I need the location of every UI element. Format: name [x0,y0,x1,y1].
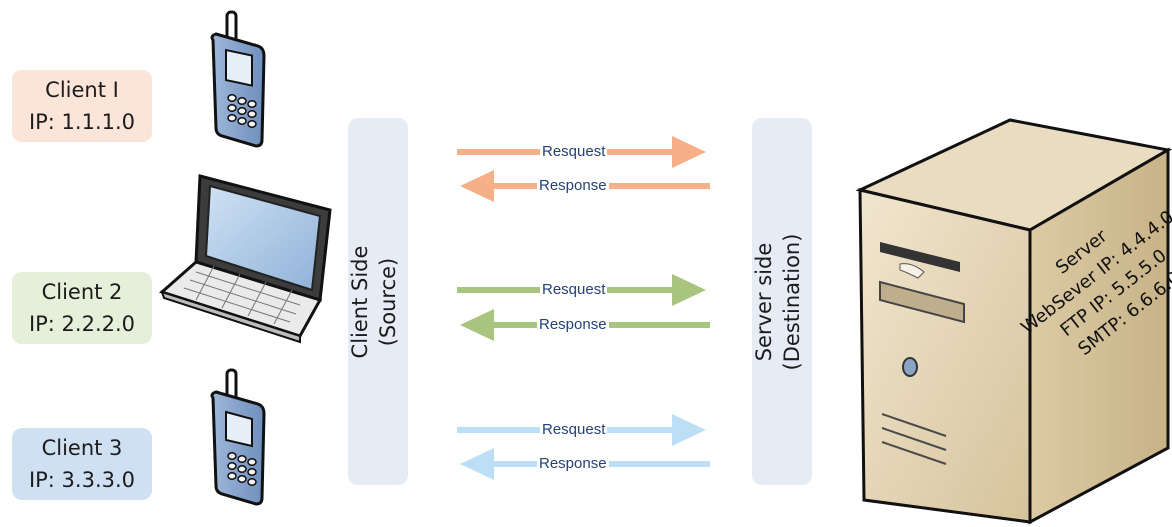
client-3-name: Client 3 [41,436,123,460]
client-3-box: Client 3 IP: 3.3.3.0 [12,428,152,500]
response-label-2: Response [537,316,609,334]
client-side-title: Client Side [348,245,372,359]
server-side-label: Server side (Destination) [750,202,814,402]
laptop-icon [159,174,332,344]
client-3-ip: IP: 3.3.3.0 [28,468,136,492]
server-side-title: Server side [752,242,776,362]
client-side-subtitle: (Source) [376,257,400,347]
mobile-phone-icon [210,10,266,148]
server-tower-icon [855,118,1172,525]
client-1-box: Client I IP: 1.1.1.0 [12,70,152,142]
request-label-3: Resquest [540,421,608,439]
client-side-band [348,118,408,485]
client-1-ip: IP: 1.1.1.0 [28,110,136,134]
server-side-subtitle: (Destination) [780,233,804,371]
request-label-2: Resquest [540,281,608,299]
client-2-name: Client 2 [41,280,123,304]
client-1-name: Client I [45,78,119,102]
client-2-ip: IP: 2.2.2.0 [28,312,136,336]
response-label-3: Response [537,455,609,473]
client-2-box: Client 2 IP: 2.2.2.0 [12,272,152,344]
server-side-band [752,118,812,485]
client-side-label: Client Side (Source) [346,202,410,402]
request-label-1: Resquest [540,143,608,161]
response-label-1: Response [537,177,609,195]
mobile-phone-icon [210,368,266,506]
